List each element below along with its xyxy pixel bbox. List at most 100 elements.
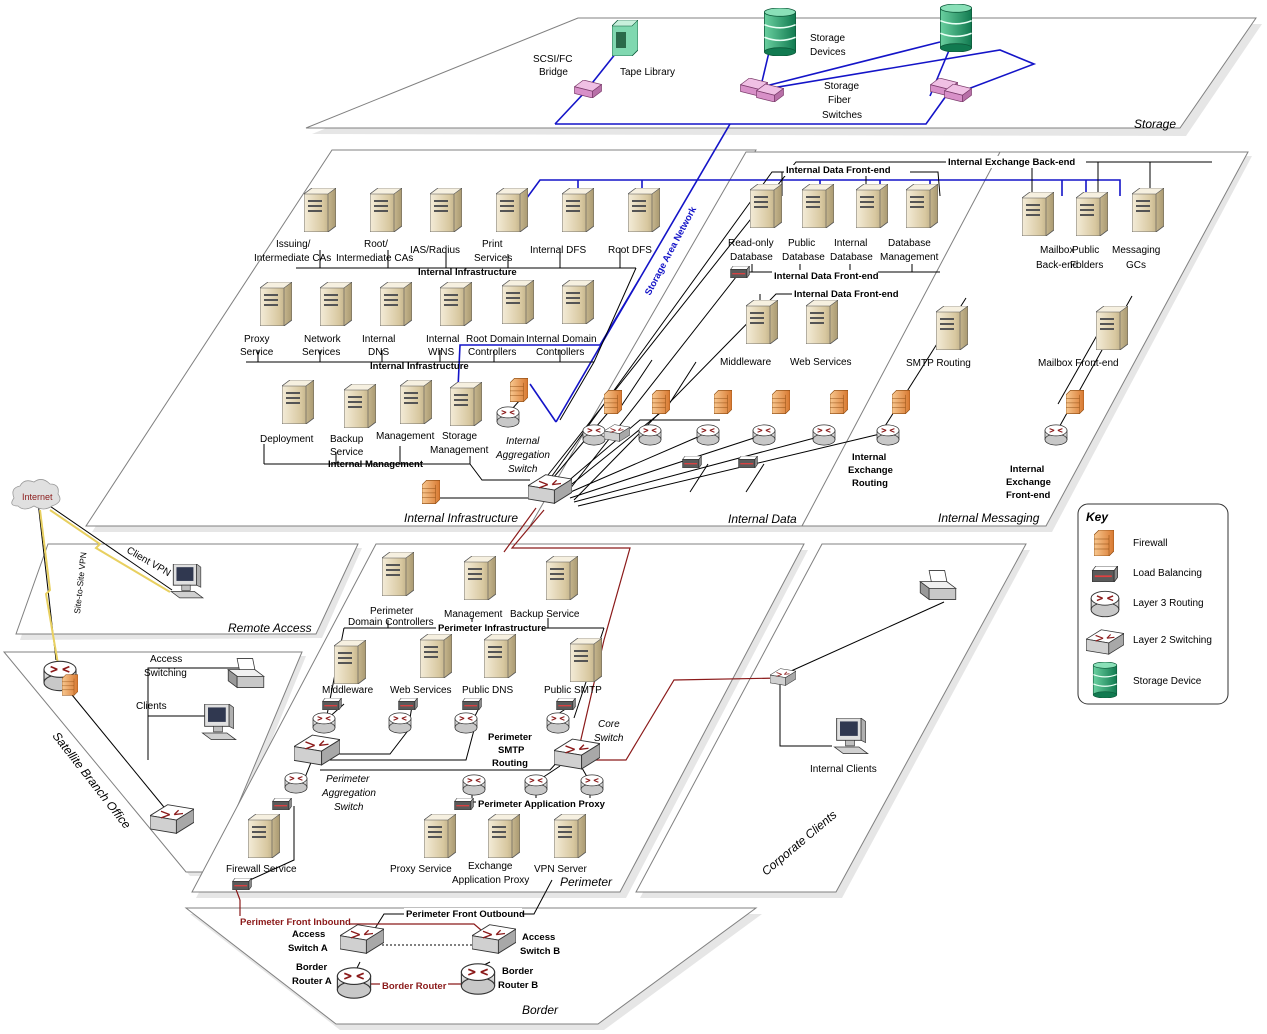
server-icon <box>282 380 314 424</box>
router-icon <box>454 712 478 734</box>
mailbox-frontend-server-icon <box>1096 306 1128 350</box>
network-label: Internal Management <box>328 459 424 470</box>
router-label: Routing <box>492 758 528 769</box>
server-label: IAS/Radius <box>410 245 460 256</box>
server-label: Internal <box>362 334 395 345</box>
zone-label-internal-infrastructure: Internal Infrastructure <box>404 511 518 525</box>
router-icon <box>312 712 336 734</box>
server-icon <box>344 384 376 428</box>
legend-lb-label: Load Balancing <box>1133 568 1202 579</box>
network-label: Internal Data Front-end <box>786 165 891 176</box>
server-label: Proxy <box>244 334 270 345</box>
server-label: GCs <box>1126 260 1146 271</box>
firewall-icon <box>1094 530 1114 556</box>
legend: Key Firewall Load Balancing Layer 3 Rout… <box>1077 503 1229 705</box>
zone-planes <box>2 17 1262 1030</box>
router-icon <box>524 774 548 796</box>
network-label: Perimeter Infrastructure <box>438 623 546 634</box>
router-icon <box>696 424 720 446</box>
server-icon <box>380 282 412 326</box>
server-label: Public <box>788 238 815 249</box>
public-folders-server-icon <box>1076 192 1108 236</box>
server-label: Backup <box>330 434 364 445</box>
web-server-icon <box>806 300 838 344</box>
firewall-icon <box>62 674 78 696</box>
server-label: Management <box>430 445 489 456</box>
router-icon <box>638 424 662 446</box>
firewall-icon <box>652 390 670 414</box>
router-label: Border <box>502 966 533 977</box>
load-balancer-icon <box>556 698 576 710</box>
zone-label-internal-messaging: Internal Messaging <box>938 511 1040 525</box>
backup-server-icon <box>546 556 578 600</box>
zone-label-border: Border <box>522 1003 559 1017</box>
load-balancer-icon <box>272 798 292 810</box>
server-label: Public SMTP <box>544 685 602 696</box>
server-label: Application Proxy <box>452 875 529 886</box>
server-icon <box>628 188 660 232</box>
server-label: Internal <box>834 238 867 249</box>
server-icon <box>450 382 482 426</box>
server-label: Network <box>304 334 342 345</box>
server-label: Backup Service <box>510 609 580 620</box>
perimeter-labels: Perimeter Domain Controllers Management … <box>226 606 624 889</box>
zone-label-remote-access: Remote Access <box>228 621 312 635</box>
server-label: Root Domain <box>466 334 524 345</box>
switch-label: Switch <box>334 802 364 813</box>
server-label: Database <box>830 252 873 263</box>
server-label: Print <box>482 239 503 250</box>
server-label: Back-end <box>1036 260 1078 271</box>
smtp-server-icon <box>570 638 602 682</box>
server-label: Internal Domain <box>526 334 597 345</box>
server-icon <box>562 280 594 324</box>
network-label: Internal Exchange Back-end <box>948 157 1075 168</box>
server-label: Folders <box>1070 260 1103 271</box>
server-label: DNS <box>368 347 389 358</box>
internet-label: Internet <box>22 492 53 502</box>
vpn-server-icon <box>554 814 586 858</box>
network-label: Perimeter Application Proxy <box>478 799 606 810</box>
network-label: Perimeter Front Outbound <box>406 909 525 920</box>
smtp-server-icon <box>936 306 968 350</box>
server-label: Proxy Service <box>390 864 452 875</box>
switch-label: Access <box>522 932 555 943</box>
server-label: Internal <box>426 334 459 345</box>
router-label: Router A <box>292 976 332 987</box>
load-balancer-icon <box>738 456 758 468</box>
router-icon <box>496 406 520 428</box>
middleware-server-icon <box>334 640 366 684</box>
server-label: VPN Server <box>534 864 587 875</box>
legend-l2-label: Layer 2 Switching <box>1133 635 1212 646</box>
storage-device-icon <box>1092 662 1118 698</box>
server-label: Messaging <box>1112 245 1160 256</box>
database-server-icon <box>750 184 782 228</box>
switch-label: Switch <box>594 733 624 744</box>
router-label: Perimeter <box>488 732 532 743</box>
server-icon <box>430 188 462 232</box>
switch-label: Access <box>292 929 325 940</box>
fiber-switches-label: Fiber <box>828 95 851 106</box>
server-label: Management <box>880 252 939 263</box>
management-server-icon <box>464 556 496 600</box>
mailbox-server-icon <box>1022 192 1054 236</box>
server-label: Management <box>444 609 503 620</box>
legend-firewall-label: Firewall <box>1133 538 1167 549</box>
server-icon <box>502 280 534 324</box>
internal-data-labels: Internal Exchange Back-end Internal Data… <box>720 156 1086 526</box>
server-label: Perimeter <box>370 606 414 617</box>
scsi-label: SCSI/FC <box>533 54 572 65</box>
vpn-lightning-icon <box>49 509 171 593</box>
network-label: Internal Data Front-end <box>774 271 879 282</box>
router-icon <box>1044 424 1068 446</box>
router-label: SMTP <box>498 745 525 756</box>
switch-label: Aggregation <box>495 450 550 461</box>
clients-label: Clients <box>136 701 167 712</box>
server-icon <box>304 188 336 232</box>
gc-server-icon <box>1132 188 1164 232</box>
proxy-server-icon <box>424 814 456 858</box>
server-label: Database <box>888 238 931 249</box>
firewall-service-server-icon <box>248 814 280 858</box>
internet-cloud-icon <box>11 479 61 510</box>
storage-device-icon <box>764 8 796 56</box>
server-icon <box>562 188 594 232</box>
